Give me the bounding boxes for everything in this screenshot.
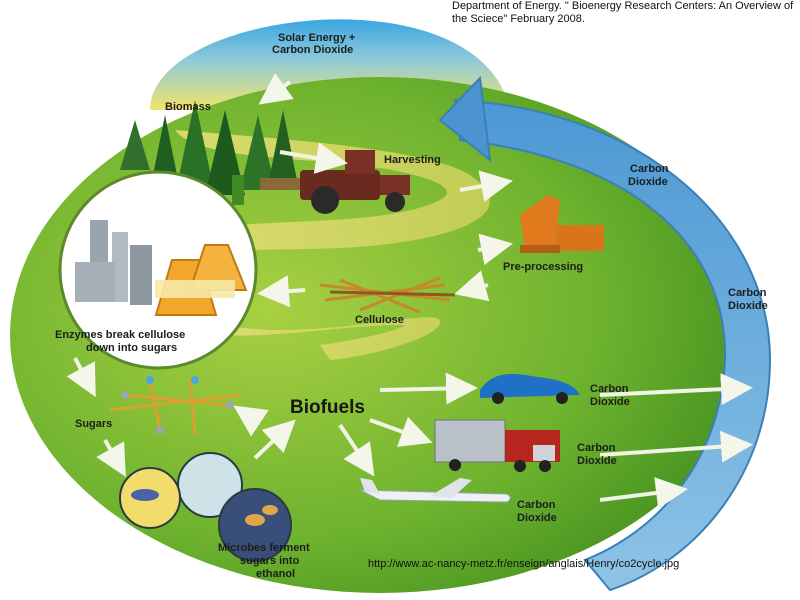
carbon-cycle-arrow (453, 98, 772, 592)
label-co2-right-line2: Dioxide (728, 300, 768, 312)
label-enzymes-line2: down into sugars (86, 342, 177, 354)
label-co2-truck-line2: Dioxide (577, 455, 617, 467)
tree-group-icon (120, 100, 298, 205)
cycle-arrowhead-icon (438, 75, 492, 163)
car-icon (480, 373, 580, 404)
label-microbes-line2: sugars into (240, 555, 300, 567)
microbes-icon (119, 452, 292, 562)
label-biomass: Biomass (165, 101, 211, 113)
truck-icon (434, 419, 560, 472)
label-microbes-line3: ethanol (256, 568, 295, 580)
preprocessing-bins-icon (520, 195, 604, 253)
label-harvesting: Harvesting (384, 154, 441, 166)
cellulose-fibers-icon (319, 276, 456, 314)
url-caption: http://www.ac-nancy-metz.fr/enseign/angl… (368, 558, 680, 570)
label-co2-car-line1: Carbon (590, 383, 629, 395)
sugar-molecule-icon (109, 376, 241, 436)
label-microbes-line1: Microbes ferment (218, 542, 310, 554)
label-co2-top-line1: Carbon (630, 163, 669, 175)
label-biofuels: Biofuels (290, 397, 365, 418)
label-co2-truck-line1: Carbon (577, 442, 616, 454)
label-solar-energy-line2: Carbon Dioxide (272, 44, 353, 56)
label-co2-plane-line2: Dioxide (517, 512, 557, 524)
label-co2-right-line1: Carbon (728, 287, 767, 299)
process-road (115, 130, 490, 360)
tractor-icon (260, 150, 410, 214)
process-arrows (66, 72, 753, 509)
label-co2-car-line2: Dioxide (590, 396, 630, 408)
label-sugars: Sugars (75, 418, 112, 430)
label-preprocessing: Pre-processing (503, 261, 583, 273)
label-solar-energy-line1: Solar Energy + (278, 32, 355, 44)
airplane-icon (359, 478, 511, 503)
label-co2-plane-line1: Carbon (517, 499, 556, 511)
label-co2-top-line2: Dioxide (628, 176, 668, 188)
biorefinery-inset (58, 170, 258, 370)
label-cellulose: Cellulose (355, 314, 404, 326)
label-enzymes-line1: Enzymes break cellulose (55, 329, 185, 341)
source-caption: Department of Energy. " Bioenergy Resear… (452, 0, 794, 25)
